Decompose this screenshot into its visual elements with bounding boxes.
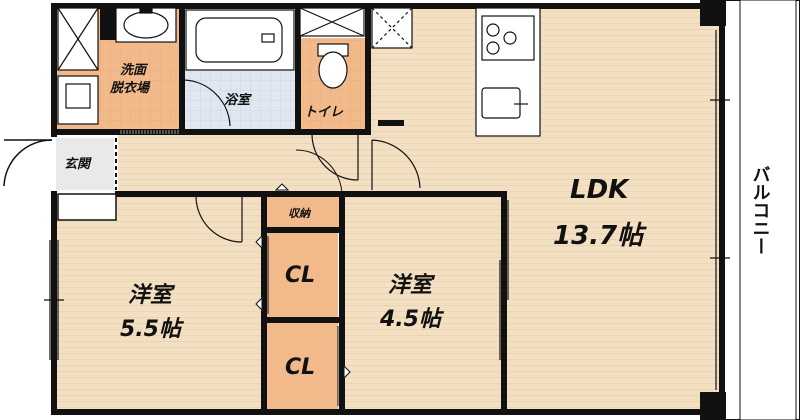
bath-floor bbox=[184, 70, 296, 132]
column bbox=[700, 392, 726, 420]
closet-doors bbox=[255, 183, 351, 380]
ldk-label: LDK bbox=[570, 175, 630, 205]
window bbox=[44, 240, 64, 360]
ldk-size: 13.7帖 bbox=[553, 221, 647, 251]
closet2-floor bbox=[266, 322, 338, 410]
western2-size: 4.5帖 bbox=[379, 307, 445, 332]
column bbox=[700, 0, 726, 26]
western2-door bbox=[295, 149, 343, 197]
closet1-floor bbox=[266, 232, 338, 318]
entrance-door bbox=[0, 139, 56, 190]
western2-floor bbox=[342, 196, 504, 410]
washbasin bbox=[115, 7, 177, 43]
bathtub bbox=[185, 9, 295, 71]
western2-label: 洋室 bbox=[388, 272, 436, 298]
balcony bbox=[723, 0, 800, 420]
entrance-floor bbox=[56, 138, 114, 190]
walls bbox=[51, 3, 725, 415]
toilet-door bbox=[311, 133, 359, 181]
laundry-pan bbox=[57, 75, 99, 125]
hallway-floor bbox=[118, 134, 368, 192]
washing-machine-space bbox=[57, 7, 99, 71]
balcony-label: バルコニー bbox=[750, 165, 771, 255]
western1-floor bbox=[56, 196, 264, 410]
washroom-label-2: 脱衣場 bbox=[109, 80, 151, 96]
western1-door bbox=[195, 195, 243, 243]
toilet-label: トイレ bbox=[304, 105, 344, 120]
storage-label: 収納 bbox=[288, 207, 312, 220]
toilet-fixture bbox=[299, 7, 365, 89]
fridge-space bbox=[371, 7, 413, 49]
closet1-label: CL bbox=[285, 263, 315, 288]
western1-label: 洋室 bbox=[128, 282, 176, 308]
entrance-label: 玄関 bbox=[64, 156, 92, 172]
bath-label: 浴室 bbox=[224, 92, 252, 108]
shoe-box bbox=[57, 193, 117, 221]
window bbox=[499, 200, 509, 360]
ldk-door bbox=[371, 139, 421, 189]
kitchen-counter bbox=[475, 7, 541, 137]
western1-size: 5.5帖 bbox=[120, 317, 185, 342]
washroom-door bbox=[183, 79, 231, 127]
closet2-label: CL bbox=[285, 355, 315, 380]
window bbox=[710, 30, 730, 390]
column bbox=[378, 120, 404, 126]
storage-floor bbox=[266, 196, 342, 230]
column bbox=[100, 6, 120, 40]
washroom-label-1: 洗面 bbox=[120, 62, 149, 78]
